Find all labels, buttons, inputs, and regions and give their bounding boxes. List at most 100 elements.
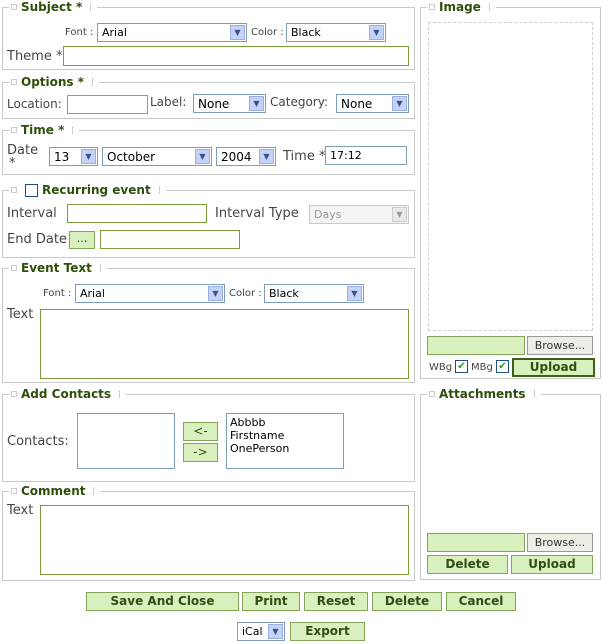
event-font-value: Arial (80, 287, 105, 300)
chevron-down-icon[interactable]: ▼ (208, 286, 223, 301)
time-legend: Time * (9, 122, 80, 138)
list-item[interactable]: Firstname (230, 429, 285, 442)
legend-divider (90, 3, 93, 11)
event-text-area[interactable] (40, 309, 409, 379)
chevron-down-icon[interactable]: ▼ (230, 25, 245, 40)
chevron-down-icon[interactable]: ▼ (268, 624, 283, 639)
collapse-icon[interactable] (11, 127, 17, 133)
attachment-file-input[interactable] (427, 533, 525, 552)
attachment-delete-button[interactable]: Delete (427, 555, 508, 574)
collapse-icon[interactable] (11, 391, 17, 397)
event-text-legend: Event Text (9, 260, 107, 276)
collapse-icon[interactable] (429, 391, 435, 397)
collapse-icon[interactable] (429, 4, 435, 10)
collapse-icon[interactable] (11, 79, 17, 85)
recurring-legend-text: Recurring event (42, 183, 151, 197)
wbg-label: WBg (429, 362, 453, 373)
legend-divider (92, 78, 95, 86)
legend-divider (119, 390, 122, 398)
export-button[interactable]: Export (290, 622, 365, 641)
interval-type-select[interactable]: Days ▼ (309, 205, 409, 224)
theme-label: Theme * (7, 49, 63, 64)
options-section: Options * (2, 74, 415, 119)
move-right-button[interactable]: -> (183, 443, 218, 462)
contacts-legend-text: Add Contacts (21, 387, 112, 401)
attachment-upload-button[interactable]: Upload (511, 555, 593, 574)
reset-button[interactable]: Reset (304, 592, 368, 611)
interval-input[interactable] (67, 204, 207, 223)
interval-type-value: Days (314, 208, 342, 221)
label-select[interactable]: None ▼ (193, 94, 266, 113)
attachments-legend-text: Attachments (439, 387, 526, 401)
mbg-label: MBg (471, 362, 493, 373)
interval-type-label: Interval Type (215, 206, 299, 221)
save-and-close-button[interactable]: Save And Close (86, 592, 239, 611)
event-font-label: Font : (43, 288, 72, 299)
image-browse-button[interactable]: Browse... (527, 336, 593, 355)
year-select[interactable]: 2004 ▼ (216, 147, 276, 166)
chevron-down-icon[interactable]: ▼ (259, 149, 274, 164)
legend-divider (533, 390, 537, 398)
chevron-down-icon[interactable]: ▼ (392, 207, 407, 222)
category-value: None (341, 97, 373, 111)
theme-input[interactable] (63, 46, 409, 66)
subject-color-value: Black (291, 26, 321, 39)
recurring-checkbox[interactable] (25, 183, 38, 197)
end-date-label: End Date (7, 232, 67, 247)
event-color-select[interactable]: Black ▼ (264, 284, 364, 303)
subject-color-select[interactable]: Black ▼ (286, 23, 386, 42)
location-input[interactable] (67, 95, 148, 114)
collapse-icon[interactable] (11, 488, 17, 494)
day-select[interactable]: 13 ▼ (49, 147, 98, 166)
legend-divider (99, 264, 103, 272)
move-left-button[interactable]: <- (183, 422, 218, 441)
wbg-checkbox[interactable]: ✔ (455, 360, 468, 373)
selected-contacts-list[interactable] (77, 413, 175, 469)
collapse-icon[interactable] (11, 187, 17, 193)
comment-text-area[interactable] (40, 505, 409, 575)
chevron-down-icon[interactable]: ▼ (195, 149, 210, 164)
event-text-label: Text (7, 307, 34, 322)
label-label: Label: (150, 95, 187, 109)
location-label: Location: (7, 97, 62, 111)
category-select[interactable]: None ▼ (336, 94, 409, 113)
image-legend: Image (427, 0, 496, 15)
time-section: Time * (2, 122, 415, 175)
subject-font-label: Font : (65, 27, 94, 38)
list-item[interactable]: OnePerson (230, 442, 290, 455)
list-item[interactable]: Abbbb (230, 416, 266, 429)
image-upload-button[interactable]: Upload (512, 358, 595, 377)
collapse-icon[interactable] (11, 265, 17, 271)
available-contacts-list[interactable]: Abbbb Firstname OnePerson (226, 413, 344, 469)
event-text-legend-text: Event Text (21, 261, 92, 275)
print-button[interactable]: Print (242, 592, 300, 611)
chevron-down-icon[interactable]: ▼ (81, 149, 96, 164)
event-color-value: Black (269, 287, 299, 300)
export-format-select[interactable]: iCal ▼ (237, 622, 285, 641)
subject-color-label: Color : (251, 27, 284, 38)
time-input[interactable]: 17:12 (325, 146, 407, 165)
subject-section: Subject * (2, 0, 415, 70)
comment-legend: Comment (9, 483, 101, 499)
mbg-checkbox[interactable]: ✔ (496, 360, 509, 373)
comment-text-label: Text (7, 503, 34, 518)
chevron-down-icon[interactable]: ▼ (369, 25, 384, 40)
event-font-select[interactable]: Arial ▼ (75, 284, 225, 303)
chevron-down-icon[interactable]: ▼ (392, 96, 407, 111)
month-select[interactable]: October ▼ (102, 147, 212, 166)
chevron-down-icon[interactable]: ▼ (347, 286, 362, 301)
image-section: Image (420, 0, 601, 379)
attachment-browse-button[interactable]: Browse... (527, 533, 593, 552)
end-date-picker-button[interactable]: ... (69, 231, 95, 249)
collapse-icon[interactable] (11, 4, 17, 10)
delete-button[interactable]: Delete (372, 592, 442, 611)
day-value: 13 (54, 150, 70, 164)
chevron-down-icon[interactable]: ▼ (249, 96, 264, 111)
subject-legend: Subject * (9, 0, 98, 15)
date-required-mark: * (9, 156, 16, 171)
cancel-button[interactable]: Cancel (446, 592, 516, 611)
image-file-input[interactable] (427, 336, 525, 355)
subject-font-select[interactable]: Arial ▼ (97, 23, 247, 42)
time-label: Time * (283, 149, 326, 164)
end-date-input[interactable] (100, 230, 240, 249)
